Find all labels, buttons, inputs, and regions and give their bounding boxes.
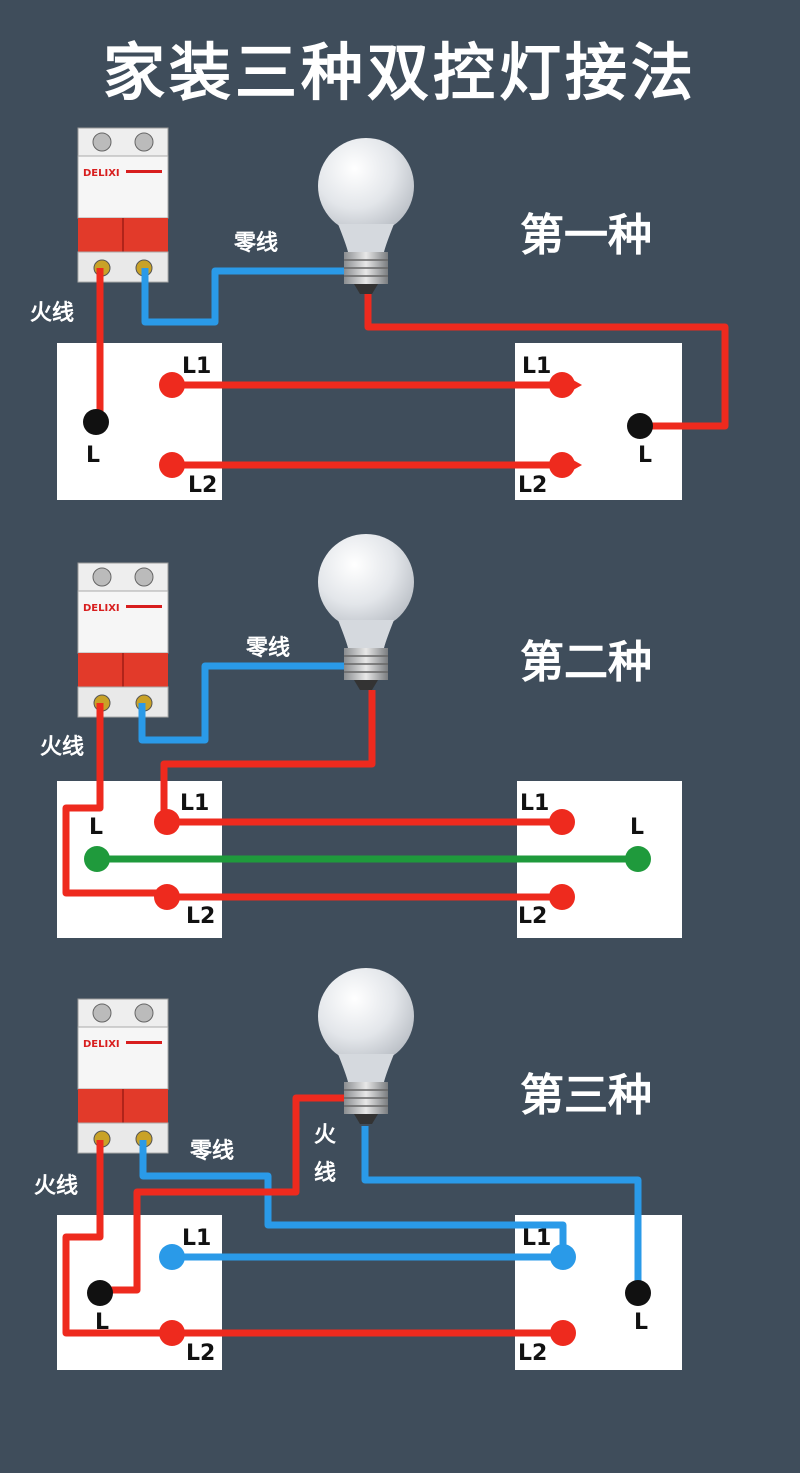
terminal-l2-left-1 (159, 452, 185, 478)
neutral-label-1: 零线 (233, 230, 278, 256)
neutral-label-3: 零线 (189, 1138, 234, 1164)
bulb-icon (318, 534, 414, 690)
switch-plate-right (515, 343, 682, 500)
label-l2-right-1: L2 (518, 473, 547, 498)
switch-plate-right (515, 1215, 682, 1370)
neutral-wire-3 (139, 1140, 567, 1257)
terminal-l2-left-3 (159, 1320, 185, 1346)
terminal-l-left-1 (83, 409, 109, 435)
breaker-icon: DELIXI (77, 998, 169, 1154)
bulb-icon (318, 968, 414, 1124)
terminal-l1-left-3 (159, 1244, 185, 1270)
label-l-right-1: L (638, 443, 652, 468)
live-label-vertical-top-3: 火 (314, 1123, 336, 1148)
label-l1-left-2: L1 (180, 791, 209, 816)
breaker-brand: DELIXI (83, 603, 120, 614)
live-wire-lamp-2 (160, 690, 376, 822)
terminal-l1-right-2 (549, 809, 575, 835)
label-l-left-3: L (95, 1310, 109, 1335)
neutral-wire-2 (138, 662, 350, 744)
label-l-left-1: L (86, 443, 100, 468)
arrow-l1-1 (566, 376, 582, 394)
live-label-2: 火线 (40, 734, 84, 760)
breaker-brand: DELIXI (83, 168, 120, 179)
neutral-label-2: 零线 (245, 635, 290, 661)
label-l2-left-3: L2 (186, 1341, 215, 1366)
terminal-l-right-1 (627, 413, 653, 439)
variant-title-3: 第三种 (520, 1070, 652, 1121)
live-label-3: 火线 (34, 1173, 78, 1199)
terminal-l-left-3 (87, 1280, 113, 1306)
breaker-icon: DELIXI (77, 127, 169, 283)
terminal-l-right-3 (625, 1280, 651, 1306)
label-l-left-2: L (89, 815, 103, 840)
live-wire-lamp-3 (100, 1094, 353, 1294)
variant-title-1: 第一种 (520, 210, 652, 261)
label-l-right-3: L (634, 1310, 648, 1335)
terminal-l1-left-1 (159, 372, 185, 398)
variant-2: DELIXI (40, 534, 682, 938)
page-title: 家装三种双控灯接法 (102, 36, 697, 109)
bulb-icon (318, 138, 414, 294)
live-wire-breaker-3 (62, 1140, 172, 1337)
neutral-wire-1 (141, 267, 352, 326)
terminal-l2-left-2 (154, 884, 180, 910)
arrow-l2-1 (566, 456, 582, 474)
live-wire-lamp-1 (364, 290, 729, 430)
breaker-icon: DELIXI (77, 562, 169, 718)
terminal-l2-right-3 (550, 1320, 576, 1346)
label-l1-right-2: L1 (520, 791, 549, 816)
terminal-l-right-2 (625, 846, 651, 872)
label-l2-left-1: L2 (188, 473, 217, 498)
label-l1-left-1: L1 (182, 354, 211, 379)
breaker-brand: DELIXI (83, 1039, 120, 1050)
live-label-vertical-bottom-3: 线 (314, 1160, 336, 1186)
terminal-l-left-2 (84, 846, 110, 872)
label-l-right-2: L (630, 815, 644, 840)
variant-3: DELIXI (34, 968, 682, 1370)
terminal-l1-left-2 (154, 809, 180, 835)
terminal-l1-right-3 (550, 1244, 576, 1270)
label-l1-left-3: L1 (182, 1226, 211, 1251)
label-l1-right-1: L1 (522, 354, 551, 379)
label-l2-right-3: L2 (518, 1341, 547, 1366)
label-l2-right-2: L2 (518, 904, 547, 929)
terminal-l2-right-2 (549, 884, 575, 910)
live-label-1: 火线 (30, 300, 74, 326)
variant-1: DELIXI (30, 127, 729, 500)
label-l1-right-3: L1 (522, 1226, 551, 1251)
lamp-return-wire-3 (361, 1126, 642, 1293)
live-wire-breaker-2 (62, 703, 172, 897)
label-l2-left-2: L2 (186, 904, 215, 929)
variant-title-2: 第二种 (520, 637, 652, 688)
